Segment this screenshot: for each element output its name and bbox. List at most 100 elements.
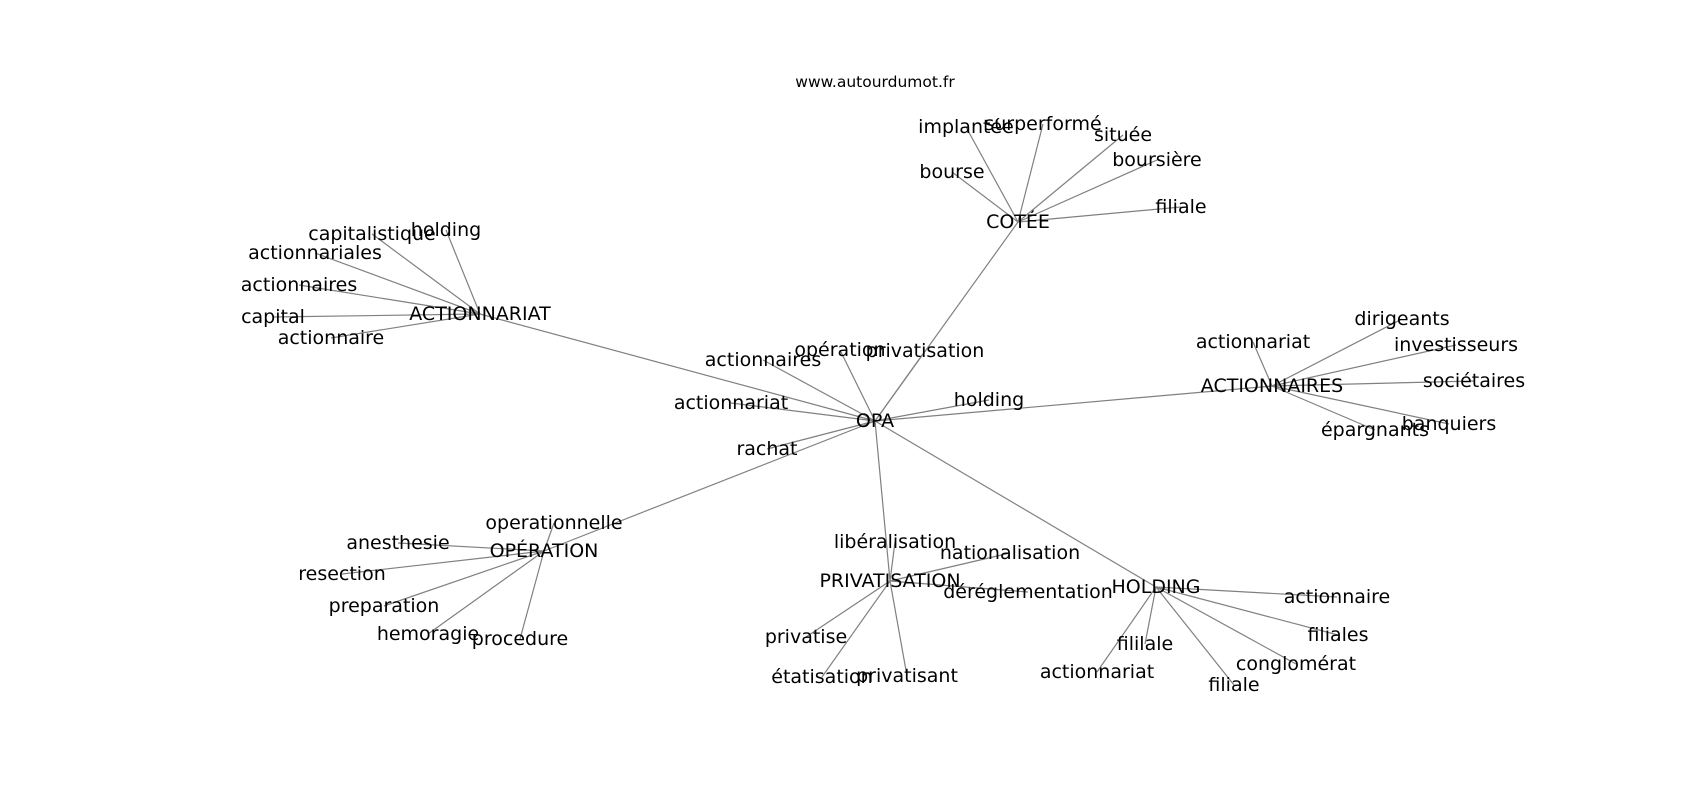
leaf-actionnariat-capital[interactable]: capital (241, 306, 305, 328)
leaf-holding-filiales[interactable]: filiales (1307, 624, 1368, 646)
leaf-holding-actionnariat[interactable]: actionnariat (1040, 661, 1154, 683)
edge-opa-privatisation (874, 350, 926, 422)
hub-node-cotee[interactable]: COTÉE (986, 210, 1050, 233)
leaf-holding-filiale[interactable]: filiale (1208, 674, 1259, 696)
hub-node-operation[interactable]: OPÉRATION (490, 539, 599, 562)
edge-opa-privatisation (874, 420, 891, 582)
leaf-cotee-situee[interactable]: située (1094, 124, 1152, 146)
edge-actionnaires-dirigeants (1271, 318, 1403, 387)
leaf-operation-hemoragie[interactable]: hemoragie (377, 623, 479, 645)
edge-opa-actionnaires (874, 385, 1273, 422)
edge-opa-actionnaires (762, 359, 876, 422)
edge-holding-filiale (1155, 586, 1235, 686)
edge-holding-actionnariat (1096, 586, 1157, 673)
leaf-cotee-bourse[interactable]: bourse (919, 161, 984, 183)
edge-actionnariat-actionnaires (298, 284, 481, 315)
edge-opa-holding (874, 420, 1157, 588)
edge-actionnariat-capitalistique (371, 233, 481, 315)
edge-privatisation-dereglementation (889, 580, 1029, 593)
leaf-privatisation-dereglementation[interactable]: déréglementation (943, 581, 1113, 603)
edge-holding-conglomerat (1155, 586, 1297, 665)
leaf-privatisation-liberalisation[interactable]: libéralisation (834, 531, 956, 553)
leaf-opa-actionnariat[interactable]: actionnariat (674, 392, 788, 414)
leaf-privatisation-privatise[interactable]: privatise (765, 626, 847, 648)
edge-opa-rachat (766, 420, 876, 450)
leaf-actionnariat-actionnaire[interactable]: actionnaire (278, 327, 385, 349)
hub-node-privatisation[interactable]: PRIVATISATION (819, 570, 960, 592)
leaf-operation-procedure[interactable]: procedure (472, 628, 568, 650)
graph-labels: OPAactionnairesopérationprivatisationhol… (241, 113, 1525, 696)
leaf-opa-actionnaires[interactable]: actionnaires (705, 349, 821, 371)
edge-privatisation-privatisant (889, 580, 908, 677)
edge-actionnaires-banquiers (1271, 385, 1450, 425)
hub-node-actionnariat[interactable]: ACTIONNARIAT (409, 303, 551, 325)
edge-privatisation-etatisation (821, 580, 891, 678)
edge-actionnariat-actionnariales (314, 252, 481, 315)
edge-opa-actionnariat (479, 313, 876, 422)
leaf-privatisation-etatisation[interactable]: étatisation (771, 666, 872, 688)
leaf-actionnariat-capitalistique[interactable]: capitalistique (308, 223, 436, 245)
edge-holding-filiales (1155, 586, 1339, 636)
edge-operation-resection (341, 550, 545, 575)
edge-actionnariat-capital (272, 313, 481, 318)
edge-operation-hemoragie (427, 550, 545, 635)
leaf-cotee-boursiere[interactable]: boursière (1112, 149, 1202, 171)
leaf-operation-preparation[interactable]: preparation (329, 595, 440, 617)
leaf-privatisation-nationalisation[interactable]: nationalisation (940, 542, 1080, 564)
leaf-actionnaires-actionnariat[interactable]: actionnariat (1196, 331, 1310, 353)
leaf-operation-anesthesie[interactable]: anesthesie (346, 532, 449, 554)
node-opa[interactable]: OPA (856, 410, 894, 432)
leaf-actionnaires-dirigeants[interactable]: dirigeants (1354, 308, 1449, 330)
edge-actionnaires-actionnariat (1252, 341, 1273, 387)
leaf-cotee-implantee[interactable]: implantée (918, 116, 1014, 138)
edge-opa-operation (839, 349, 876, 422)
edge-privatisation-nationalisation (889, 552, 1011, 582)
edge-cotee-implantee (965, 126, 1019, 223)
edge-holding-actionnaire (1155, 586, 1338, 598)
edge-holding-fililale (1144, 586, 1157, 645)
leaf-holding-fililale[interactable]: fililale (1117, 633, 1173, 655)
edge-operation-anesthesie (397, 542, 545, 552)
edge-actionnaires-epargnants (1271, 385, 1376, 431)
watermark[interactable]: www.autourdumot.fr (795, 73, 955, 91)
edge-privatisation-privatise (805, 580, 891, 638)
hub-node-holding[interactable]: HOLDING (1112, 576, 1201, 598)
leaf-holding-actionnaire[interactable]: actionnaire (1284, 586, 1391, 608)
edge-operation-operationnelle (543, 522, 555, 552)
leaf-actionnariat-holding[interactable]: holding (411, 219, 481, 241)
leaf-actionnariat-actionnariales[interactable]: actionnariales (248, 242, 382, 264)
leaf-actionnariat-actionnaires[interactable]: actionnaires (241, 274, 357, 296)
edge-opa-operation (543, 420, 876, 552)
edge-actionnaires-investisseurs (1271, 344, 1457, 387)
leaf-privatisation-privatisant[interactable]: privatisant (856, 665, 958, 687)
edge-cotee-situee (1017, 134, 1124, 223)
edge-actionnariat-actionnaire (330, 313, 481, 339)
edge-actionnaires-societaires (1271, 380, 1475, 387)
leaf-cotee-surperforme[interactable]: surperformé (984, 113, 1101, 135)
leaf-opa-privatisation[interactable]: privatisation (866, 340, 985, 362)
leaf-opa-operation[interactable]: opération (794, 339, 885, 361)
leaf-cotee-filiale[interactable]: filiale (1155, 196, 1206, 218)
leaf-actionnaires-banquiers[interactable]: banquiers (1402, 413, 1497, 435)
edge-cotee-bourse (951, 171, 1019, 223)
leaf-opa-rachat[interactable]: rachat (736, 438, 797, 460)
edge-cotee-surperforme (1017, 123, 1044, 223)
leaf-actionnaires-epargnants[interactable]: épargnants (1321, 419, 1429, 441)
leaf-actionnaires-investisseurs[interactable]: investisseurs (1394, 334, 1518, 356)
edge-cotee-boursiere (1017, 159, 1158, 223)
leaf-operation-operationnelle[interactable]: operationnelle (485, 512, 622, 534)
edge-privatisation-liberalisation (889, 541, 896, 582)
hub-node-actionnaires[interactable]: ACTIONNAIRES (1201, 375, 1343, 397)
leaf-actionnaires-societaires[interactable]: sociétaires (1423, 370, 1525, 392)
edge-operation-preparation (383, 550, 545, 607)
edge-opa-holding (874, 399, 990, 422)
edge-actionnariat-holding (445, 229, 481, 315)
edge-operation-procedure (519, 550, 545, 640)
leaf-operation-resection[interactable]: resection (298, 563, 386, 585)
edge-cotee-filiale (1017, 206, 1182, 223)
leaf-holding-conglomerat[interactable]: conglomérat (1236, 653, 1356, 675)
graph-edges (272, 123, 1475, 686)
edge-opa-actionnariat (730, 402, 876, 422)
leaf-opa-holding[interactable]: holding (954, 389, 1024, 411)
